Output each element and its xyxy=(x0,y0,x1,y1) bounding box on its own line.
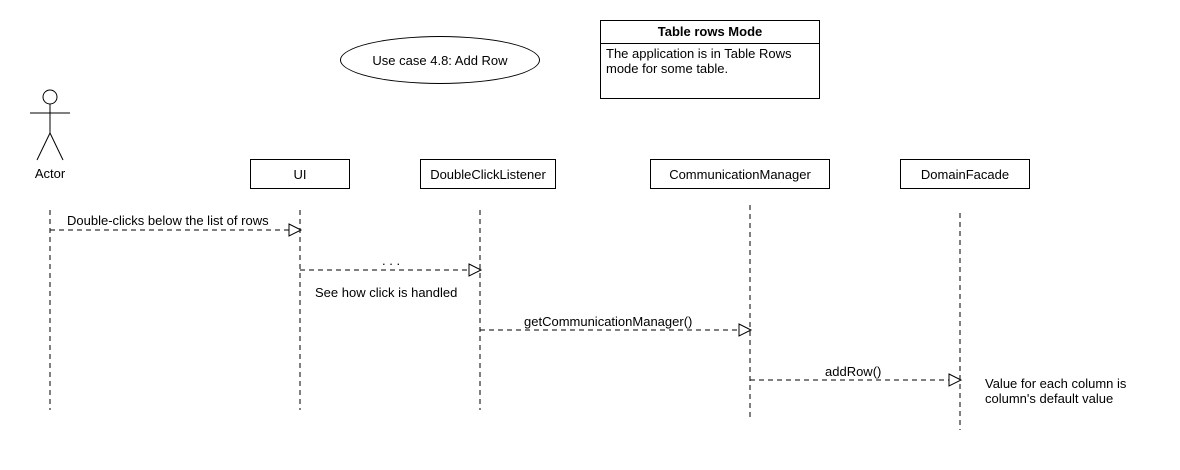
actor-label: Actor xyxy=(34,166,66,181)
message-arrow-ellipsis xyxy=(300,263,483,277)
use-case-label: Use case 4.8: Add Row xyxy=(372,52,508,68)
actor-icon xyxy=(30,89,70,161)
participant-communicationmanager-label: CommunicationManager xyxy=(669,166,811,182)
message-arrow-add-row xyxy=(750,373,963,387)
participant-communicationmanager: CommunicationManager xyxy=(650,159,830,189)
message-arrow-double-click xyxy=(50,223,303,237)
message-label-ellipsis: . . . xyxy=(382,253,401,268)
use-case-ellipse: Use case 4.8: Add Row xyxy=(340,36,540,84)
participant-domainfacade-label: DomainFacade xyxy=(920,166,1010,182)
mode-note-box: Table rows Mode The application is in Ta… xyxy=(600,20,820,99)
participant-ui-label: UI xyxy=(293,166,307,182)
participant-doubleclicklistener-label: DoubleClickListener xyxy=(430,166,546,182)
mode-description: The application is in Table Rows mode fo… xyxy=(601,44,819,78)
mode-description-line-2: mode for some table. xyxy=(606,61,729,76)
note-click-handled: See how click is handled xyxy=(315,285,458,300)
participant-ui: UI xyxy=(250,159,350,189)
note-default-value-line-1: Value for each column is xyxy=(985,376,1127,391)
participant-doubleclicklistener: DoubleClickListener xyxy=(420,159,556,189)
mode-description-line-1: The application is in Table Rows xyxy=(606,46,792,61)
note-default-value: Value for each column is column's defaul… xyxy=(985,376,1126,406)
message-arrow-get-communication-manager xyxy=(480,323,753,337)
message-label-add-row: addRow() xyxy=(825,364,882,379)
note-default-value-line-2: column's default value xyxy=(985,391,1114,406)
message-label-get-communication-manager: getCommunicationManager() xyxy=(524,314,693,329)
participant-domainfacade: DomainFacade xyxy=(900,159,1030,189)
mode-title: Table rows Mode xyxy=(601,21,819,44)
message-label-double-click: Double-clicks below the list of rows xyxy=(67,213,269,228)
